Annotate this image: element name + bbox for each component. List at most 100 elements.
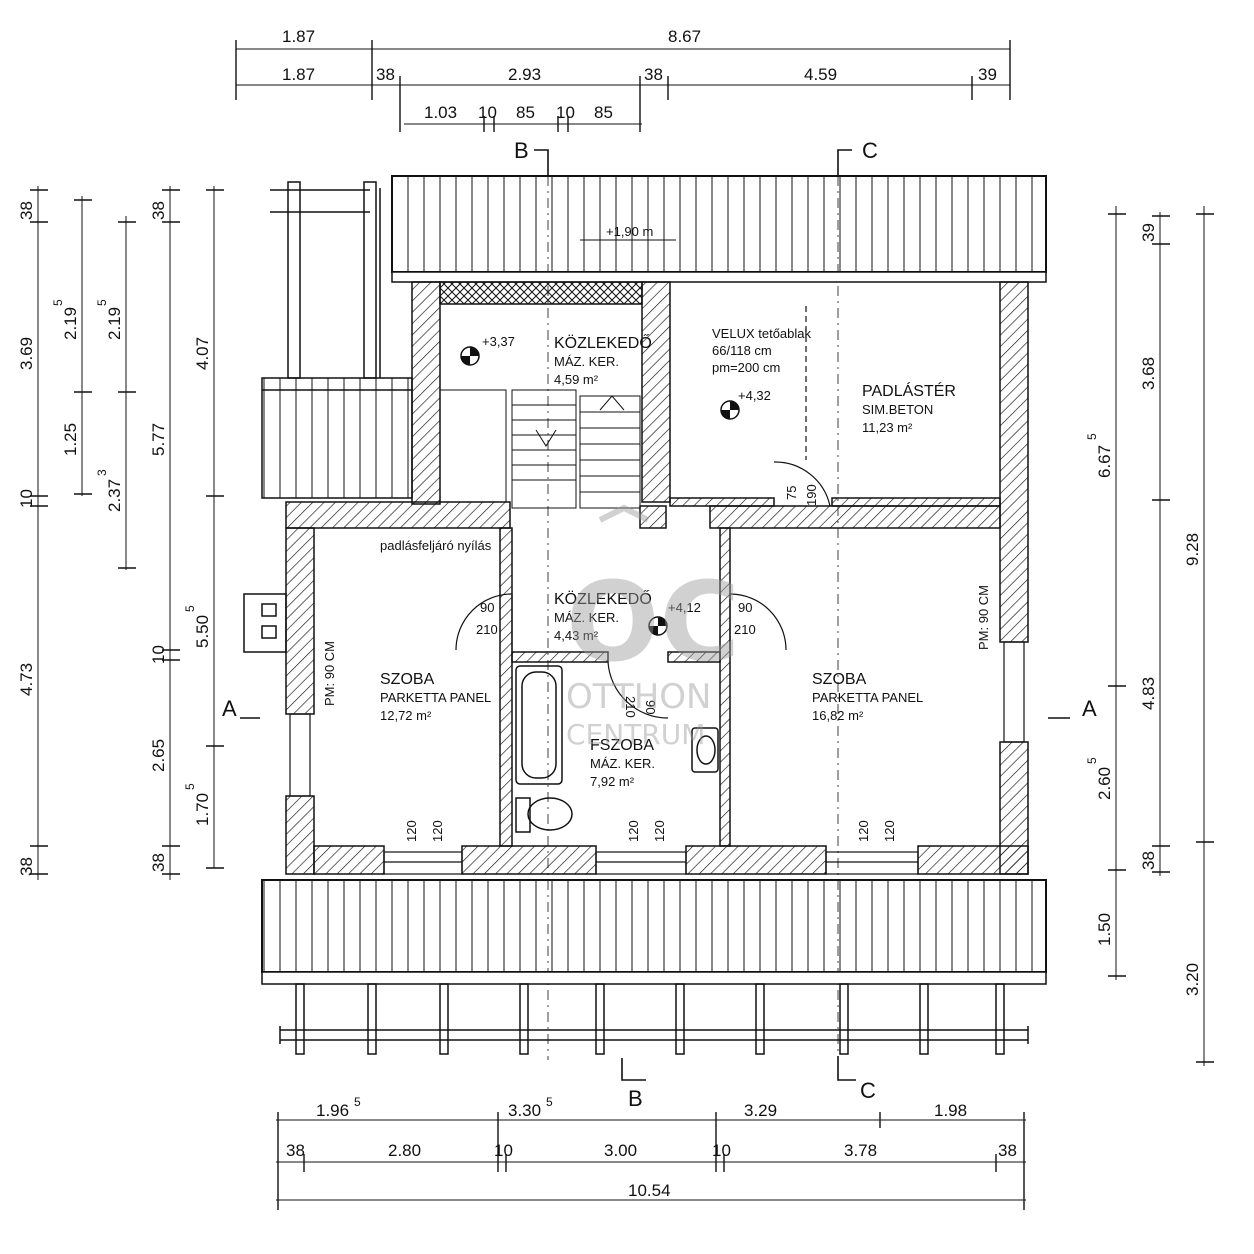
room-szoba-2-floor: PARKETTA PANEL	[812, 690, 923, 705]
door-left-width: 90	[480, 600, 494, 615]
room-kozlekedo-2-area: 4,43 m²	[554, 628, 599, 643]
door-bath-height: 210	[623, 696, 638, 718]
dim-top-3: 1.87	[282, 65, 315, 84]
win-3a: 120	[856, 820, 871, 842]
room-szoba-1-floor: PARKETTA PANEL	[380, 690, 491, 705]
dim-right-2-sup: 5	[1085, 757, 1099, 764]
room-kozlekedo-2-floor: MÁZ. KER.	[554, 610, 619, 625]
room-kozlekedo-2-name: KÖZLEKEDŐ	[554, 589, 652, 608]
dim-left-5: 38	[17, 857, 36, 876]
door-right-height: 210	[734, 622, 756, 637]
watermark-line1: OTTHON	[566, 677, 711, 717]
level-190: +1,90 m	[606, 224, 653, 239]
dim-bottom-1-sup: 5	[354, 1095, 361, 1109]
room-padlaster-area: 11,23 m²	[862, 420, 913, 435]
dim-bottom-11: 38	[998, 1141, 1017, 1160]
dim-left-2: 3.69	[17, 337, 36, 370]
velux-line-3: pm=200 cm	[712, 360, 780, 375]
dim-right-1: 6.67	[1095, 445, 1114, 478]
dim-left-15: 4.07	[193, 337, 212, 370]
room-fszoba-floor: MÁZ. KER.	[590, 756, 655, 771]
section-c-top: C	[862, 138, 878, 163]
dim-top-7: 4.59	[804, 65, 837, 84]
dim-top-1: 1.87	[282, 27, 315, 46]
section-b-bottom: B	[628, 1086, 643, 1111]
win-2b: 120	[652, 820, 667, 842]
dim-right-1-sup: 5	[1085, 433, 1099, 440]
bathroom-fixtures	[243, 593, 719, 833]
staircase	[439, 389, 641, 509]
dim-bottom-10: 3.78	[844, 1141, 877, 1160]
win-3b: 120	[882, 820, 897, 842]
level-markers	[460, 346, 740, 636]
room-szoba-1-name: SZOBA	[380, 671, 435, 688]
level-412: +4,12	[668, 600, 701, 615]
room-szoba-2-area: 16,82 m²	[812, 708, 864, 723]
dim-top-11: 85	[516, 103, 535, 122]
dim-left-7: 1.25	[61, 423, 80, 456]
dim-bottom-1: 1.96	[316, 1101, 349, 1120]
dim-left-8-sup: 5	[95, 299, 109, 306]
dim-left-9: 2.37	[105, 479, 124, 512]
room-padlaster-name: PADLÁSTÉR	[862, 381, 956, 400]
dim-left-14: 38	[149, 853, 168, 872]
dim-right-3: 39	[1139, 223, 1158, 242]
dim-left-10: 38	[149, 201, 168, 220]
roof-bottom	[261, 879, 1047, 985]
win-1b: 120	[430, 820, 445, 842]
dim-top-12: 10	[556, 103, 575, 122]
dim-bottom-2: 3.30	[508, 1101, 541, 1120]
dim-left-8: 2.19	[105, 307, 124, 340]
watermark-monogram: OC	[566, 558, 740, 686]
dim-top-9: 1.03	[424, 103, 457, 122]
dim-top-10: 10	[478, 103, 497, 122]
dim-right-2: 2.60	[1095, 767, 1114, 800]
dim-top-4: 38	[376, 65, 395, 84]
room-kozlekedo-1-area: 4,59 m²	[554, 372, 599, 387]
door-bath-width: 90	[643, 700, 658, 714]
pm-right: PM: 90 CM	[976, 585, 991, 650]
dim-left-17: 1.70	[193, 793, 212, 826]
section-b-top: B	[514, 138, 529, 163]
right-dimensions	[1108, 206, 1214, 1066]
watermark-line2: CENTRUM	[566, 718, 705, 751]
padlas-nyilas-label: padlásfeljáró nyílás	[380, 538, 492, 553]
dim-bottom-9: 10	[712, 1141, 731, 1160]
dim-left-13: 2.65	[149, 739, 168, 772]
door-left-height: 210	[476, 622, 498, 637]
doors	[455, 306, 831, 719]
section-a-right: A	[1082, 696, 1097, 721]
dim-bottom-2-sup: 5	[546, 1095, 553, 1109]
dim-left-6: 2.19	[61, 307, 80, 340]
win-1a: 120	[404, 820, 419, 842]
dim-right-9: 3.20	[1183, 963, 1202, 996]
dim-right-7: 1.50	[1095, 913, 1114, 946]
dim-right-6: 38	[1139, 851, 1158, 870]
dim-left-12: 10	[149, 645, 168, 664]
dim-left-3: 10	[17, 489, 36, 508]
dim-left-4: 4.73	[17, 663, 36, 696]
dim-bottom-6: 2.80	[388, 1141, 421, 1160]
room-fszoba-area: 7,92 m²	[590, 774, 635, 789]
dim-top-8: 39	[978, 65, 997, 84]
room-kozlekedo-1-floor: MÁZ. KER.	[554, 354, 619, 369]
dim-top-6: 38	[644, 65, 663, 84]
section-c-bottom: C	[860, 1078, 876, 1103]
pm-left: PM: 90 CM	[322, 641, 337, 706]
bottom-dimensions	[276, 1112, 1026, 1210]
win-2a: 120	[626, 820, 641, 842]
left-terrace	[261, 181, 413, 499]
dim-left-16: 5.50	[193, 615, 212, 648]
dim-bottom-7: 10	[494, 1141, 513, 1160]
dim-bottom-8: 3.00	[604, 1141, 637, 1160]
section-a-left: A	[222, 696, 237, 721]
dim-right-8: 9.28	[1183, 533, 1202, 566]
walls	[285, 281, 1029, 875]
dim-left-1: 38	[17, 201, 36, 220]
roof-top	[391, 175, 1047, 283]
top-dimensions	[235, 40, 1011, 132]
dim-bottom-5: 38	[286, 1141, 305, 1160]
level-337: +3,37	[482, 334, 515, 349]
dim-right-4: 3.68	[1139, 357, 1158, 390]
